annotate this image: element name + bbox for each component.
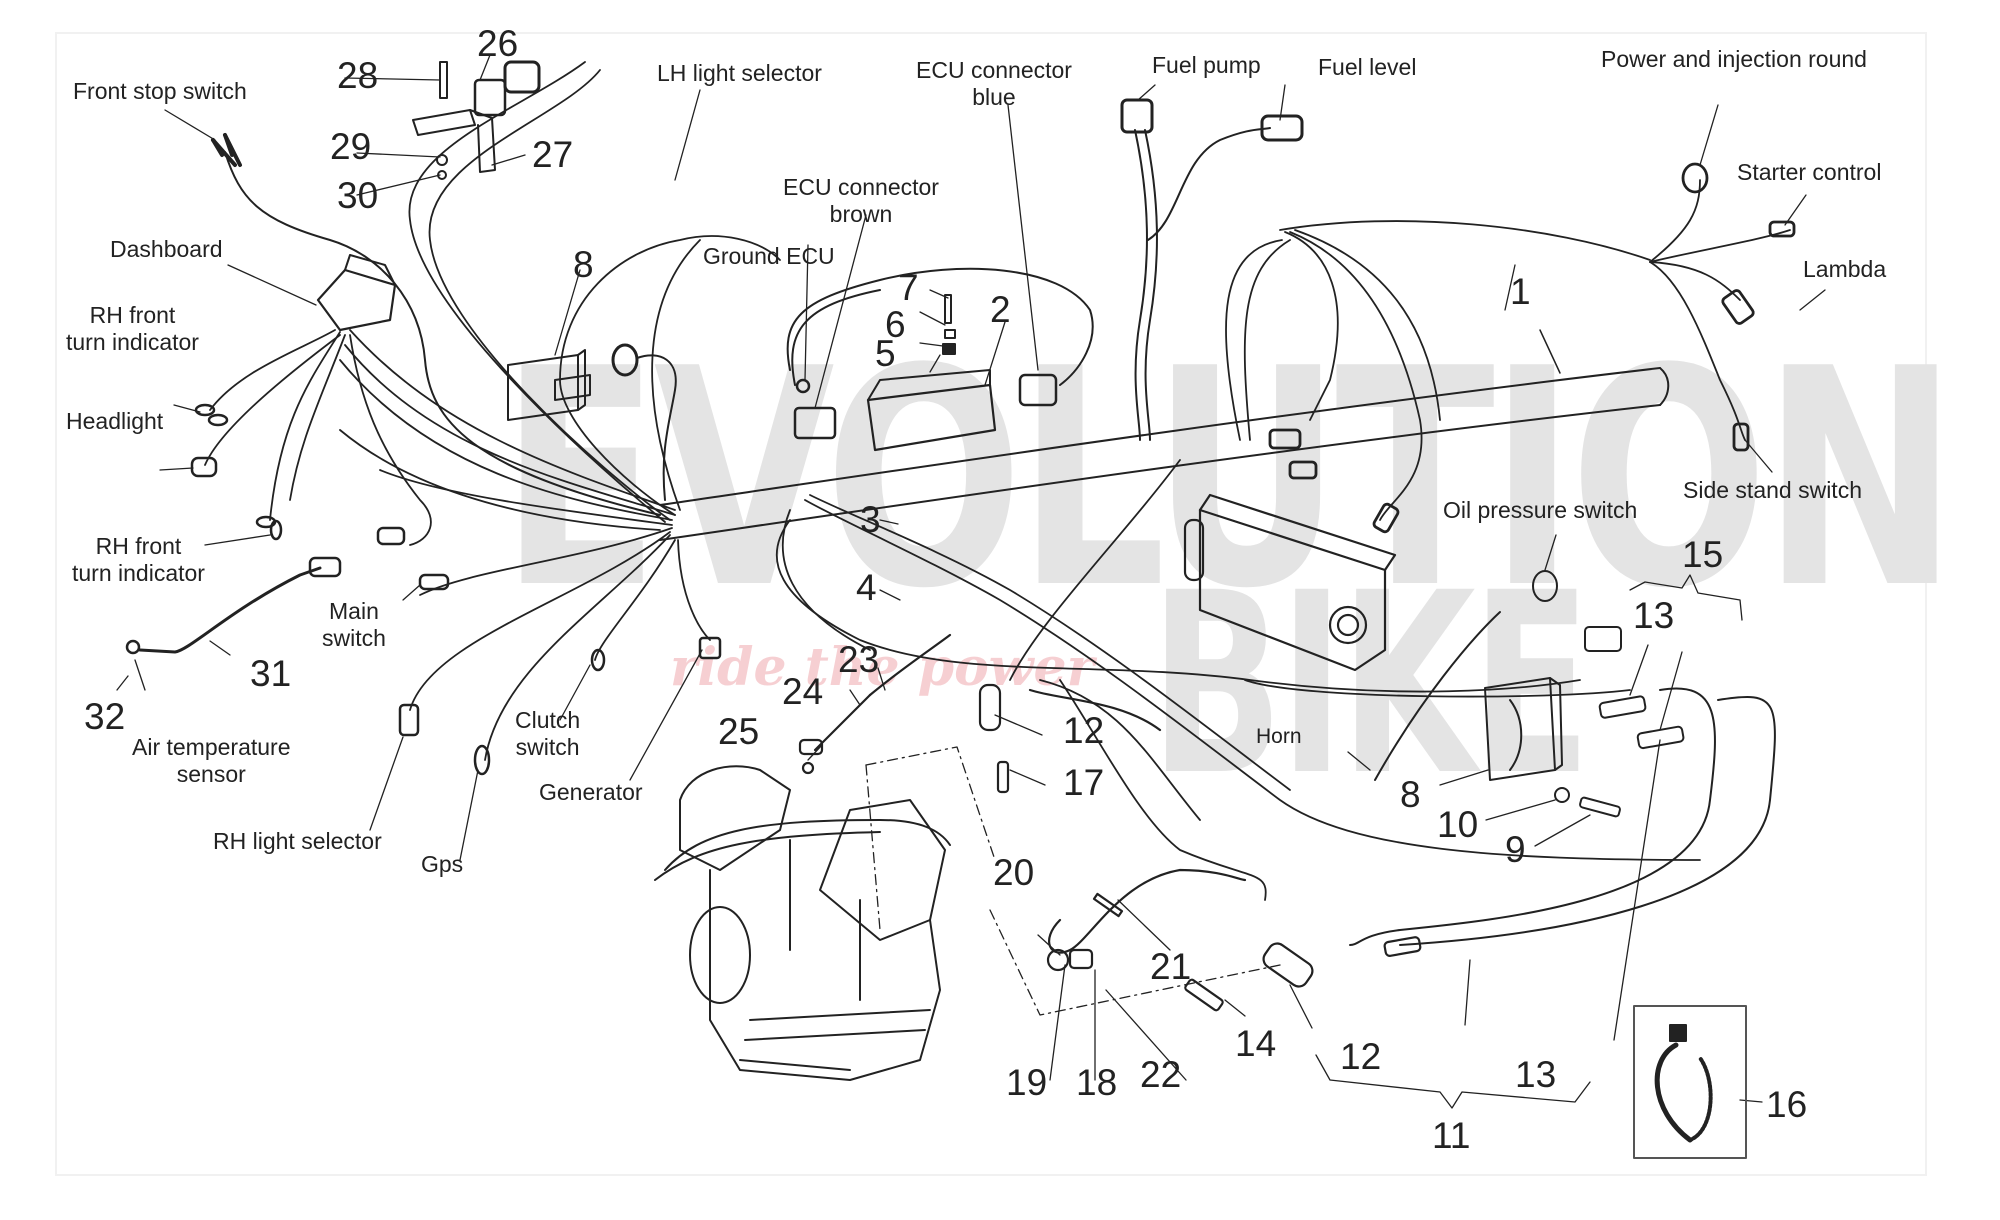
label-horn: Horn — [1256, 725, 1302, 748]
part-number-5: 5 — [875, 333, 896, 374]
part-number-15: 15 — [1682, 534, 1724, 575]
part-number-18: 18 — [1076, 1062, 1118, 1103]
label-ground-ecu: Ground ECU — [703, 243, 835, 269]
fuel-branch-art — [1120, 98, 1304, 441]
part-number-23: 23 — [838, 639, 880, 680]
label-fuel-pump: Fuel pump — [1152, 52, 1261, 78]
label-line: brown — [829, 201, 893, 227]
label-air-temperature-sensor: Air temperature sensor — [132, 734, 291, 788]
ecu-area-art — [786, 267, 1094, 452]
label-line: blue — [972, 84, 1016, 110]
label-line: ECU connector — [916, 57, 1072, 83]
part-number-7: 7 — [898, 267, 919, 308]
part-number-3: 3 — [860, 499, 881, 540]
part-number-1: 1 — [1510, 271, 1531, 312]
part-number-8-right: 8 — [1400, 774, 1421, 815]
part-number-30: 30 — [337, 175, 379, 216]
part-number-8-left: 8 — [573, 244, 594, 285]
label-lh-light-selector: LH light selector — [657, 60, 822, 86]
part-number-24: 24 — [782, 671, 824, 712]
part-number-21: 21 — [1150, 946, 1192, 987]
label-line: ECU connector — [783, 174, 939, 200]
throttle-body-art — [1183, 493, 1397, 672]
label-side-stand-switch: Side stand switch — [1683, 477, 1862, 503]
part-number-13-upper: 13 — [1633, 595, 1675, 636]
label-rh-front-turn-indicator-2: RH front turn indicator — [72, 533, 205, 587]
label-dashboard: Dashboard — [110, 236, 223, 262]
relay-8-art — [507, 343, 677, 501]
part-number-31: 31 — [250, 653, 292, 694]
main-harness — [659, 329, 1670, 541]
ignition-parts-art — [798, 633, 1422, 1012]
part-number-4: 4 — [856, 567, 877, 608]
part-number-29: 29 — [330, 126, 372, 167]
front-stop-switch-glyph — [211, 133, 234, 157]
label-rh-front-turn-indicator-1: RH front turn indicator — [66, 302, 199, 356]
harness-branches-left — [339, 61, 781, 761]
label-front-stop-switch: Front stop switch — [73, 78, 247, 104]
label-line: switch — [515, 734, 580, 760]
part-number-11: 11 — [1432, 1115, 1471, 1156]
label-fuel-level: Fuel level — [1318, 54, 1417, 80]
diagram-panel — [55, 32, 1927, 1176]
bracket-26-30-art — [412, 60, 541, 180]
part-number-6: 6 — [885, 304, 906, 345]
part-number-19: 19 — [1006, 1062, 1048, 1103]
routing-lines — [865, 746, 1281, 1016]
dashboard-connector-art — [204, 254, 432, 546]
engine-art — [654, 765, 951, 1081]
part-number-22: 22 — [1140, 1054, 1182, 1095]
label-lambda: Lambda — [1803, 256, 1887, 282]
label-oil-pressure-switch: Oil pressure switch — [1443, 497, 1638, 523]
part-number-27: 27 — [532, 134, 574, 175]
label-ecu-connector-brown: ECU connector brown — [783, 174, 939, 228]
part-number-28: 28 — [337, 55, 379, 96]
label-ecu-connector-blue: ECU connector blue — [916, 57, 1072, 111]
label-power-and-injection-round: Power and injection round — [1601, 46, 1867, 72]
part-number-26: 26 — [477, 23, 519, 64]
braces — [1315, 574, 1743, 1109]
connector-glyphs-left — [190, 403, 722, 776]
label-gps: Gps — [421, 851, 464, 877]
label-line: turn indicator — [72, 560, 205, 586]
part-number-10: 10 — [1437, 804, 1479, 845]
harness-right-art — [1225, 179, 1791, 521]
label-line: RH front — [95, 533, 182, 559]
part-number-17: 17 — [1063, 762, 1105, 803]
label-rh-light-selector: RH light selector — [213, 828, 382, 854]
part-number-32: 32 — [84, 696, 126, 737]
clamp-box-16 — [1633, 1005, 1747, 1159]
part-number-14: 14 — [1235, 1023, 1277, 1064]
label-line: turn indicator — [66, 329, 199, 355]
label-headlight: Headlight — [66, 408, 164, 434]
label-line: switch — [322, 625, 386, 651]
label-generator: Generator — [539, 779, 643, 805]
label-line: Clutch — [515, 707, 581, 733]
part-number-2: 2 — [990, 289, 1011, 330]
relay-8-right-art — [1349, 570, 1776, 946]
label-line: Main — [329, 598, 379, 624]
harness-lower-art — [775, 459, 1701, 901]
part-number-12-lower: 12 — [1340, 1036, 1382, 1077]
air-temp-sensor-wire — [138, 566, 322, 654]
connector-glyphs-right — [1268, 162, 1796, 534]
front-stop-switch-wire — [224, 151, 661, 516]
part-number-12-upper: 12 — [1063, 710, 1105, 751]
label-line: sensor — [176, 761, 246, 787]
part-number-13-lower: 13 — [1515, 1054, 1557, 1095]
label-main-switch: Main switch — [322, 598, 386, 652]
label-clutch-switch: Clutch switch — [515, 707, 580, 761]
part-number-16: 16 — [1766, 1084, 1808, 1125]
part-number-9: 9 — [1505, 829, 1526, 870]
label-line: RH front — [89, 302, 176, 328]
part-number-20: 20 — [993, 852, 1035, 893]
label-line: Air temperature — [132, 734, 291, 760]
leader-lines — [116, 54, 1826, 1103]
label-starter-control: Starter control — [1737, 159, 1882, 185]
part-number-25: 25 — [718, 711, 760, 752]
